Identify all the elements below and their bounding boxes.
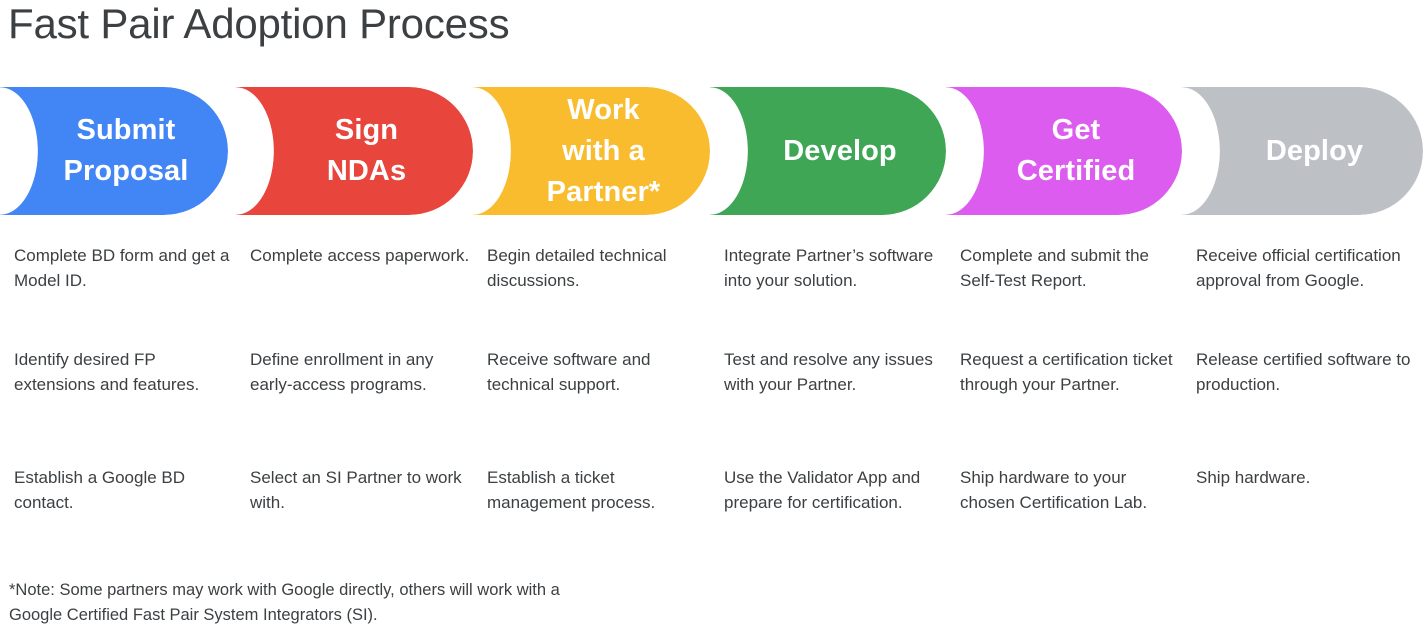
detail-item: Request a certification ticket through y… xyxy=(960,350,1173,394)
stage-banner-develop[interactable]: Develop xyxy=(710,87,946,215)
stage-banner-label: Sign NDAs xyxy=(326,114,407,187)
stage-banner-label: Develop xyxy=(783,134,897,167)
page-title: Fast Pair Adoption Process xyxy=(8,0,510,47)
stage-banner-submit-proposal[interactable]: Submit Proposal xyxy=(0,87,228,215)
stage-detail-columns: Complete BD form and get a Model ID. Iden… xyxy=(0,238,1423,538)
stage-banner-label: Get Certified xyxy=(1016,114,1136,187)
stage-banner-work-with-a-partner[interactable]: Work with a Partner* xyxy=(473,87,710,215)
detail-item: Define enrollment in any early-access pr… xyxy=(250,350,434,394)
footnote: *Note: Some partners may work with Googl… xyxy=(9,581,560,624)
detail-item: Establish a ticket management process. xyxy=(487,468,656,512)
detail-item: Establish a Google BD contact. xyxy=(14,468,186,512)
stage-banner-sign-ndas[interactable]: Sign NDAs xyxy=(236,87,473,215)
stage-banner-row: Submit Proposal Sign NDAs Work with a Part… xyxy=(0,87,1423,215)
stage-banner-deploy[interactable]: Deploy xyxy=(1182,87,1423,215)
detail-item: Begin detailed technical discussions. xyxy=(487,246,667,290)
detail-item: Test and resolve any issues with your Pa… xyxy=(724,350,933,394)
detail-item: Receive official certification approval … xyxy=(1196,246,1401,290)
detail-item: Complete access paperwork. xyxy=(250,246,470,265)
detail-item: Release certified software to production… xyxy=(1196,350,1411,394)
detail-item: Identify desired FP extensions and featu… xyxy=(14,350,200,394)
stage-banner-label: Work with a Partner* xyxy=(546,93,661,208)
detail-item: Use the Validator App and prepare for ce… xyxy=(724,468,921,512)
detail-item: Select an SI Partner to work with. xyxy=(250,468,462,512)
stage-banner-label: Deploy xyxy=(1265,134,1364,167)
detail-item: Complete BD form and get a Model ID. xyxy=(14,246,230,290)
detail-item: Complete and submit the Self-Test Report… xyxy=(960,246,1149,290)
detail-item: Ship hardware to your chosen Certificati… xyxy=(960,468,1148,512)
detail-item: Receive software and technical support. xyxy=(487,350,651,394)
stage-banner-get-certified[interactable]: Get Certified xyxy=(946,87,1182,215)
detail-item: Integrate Partner’s software into your s… xyxy=(724,246,934,290)
detail-item: Ship hardware. xyxy=(1196,468,1311,487)
stage-banner-label: Submit Proposal xyxy=(63,114,189,187)
